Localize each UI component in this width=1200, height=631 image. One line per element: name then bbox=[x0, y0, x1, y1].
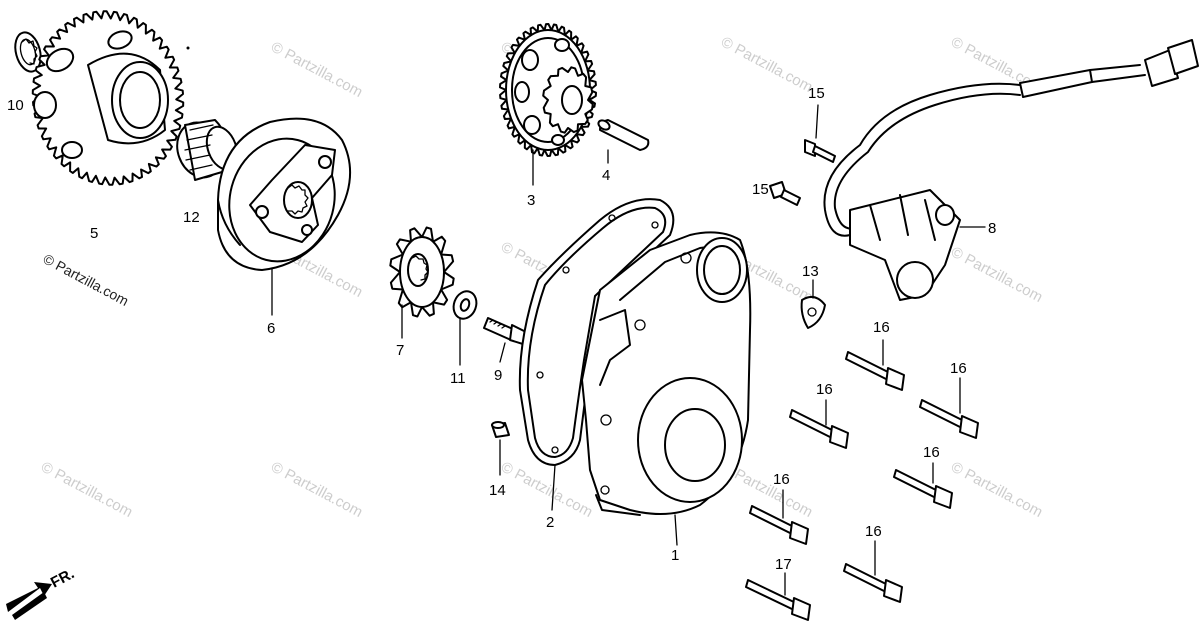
part-10-washer bbox=[14, 31, 42, 73]
part-7-drive-sprocket bbox=[389, 226, 455, 339]
callout-10: 10 bbox=[7, 97, 24, 114]
callout-16: 16 bbox=[873, 319, 890, 336]
callout-1: 1 bbox=[671, 547, 679, 564]
callout-16: 16 bbox=[923, 444, 940, 461]
part-15-bolt-lower bbox=[769, 181, 801, 206]
part-8-pulse-generator-wire bbox=[823, 39, 1199, 301]
watermark: © Partzilla.com bbox=[718, 34, 815, 96]
front-indicator-label: FR. bbox=[48, 565, 77, 591]
callout-15-upper: 15 bbox=[808, 85, 825, 102]
callout-13: 13 bbox=[802, 263, 819, 280]
part-4-shaft bbox=[597, 119, 650, 164]
part-1-left-crankcase-cover bbox=[581, 231, 752, 546]
callout-2: 2 bbox=[546, 514, 554, 531]
callout-labels: 10 5 12 6 3 4 7 11 9 14 2 1 15 15 8 13 1… bbox=[7, 85, 996, 573]
watermark: © Partzilla.com bbox=[948, 459, 1045, 521]
part-15-bolt-upper bbox=[804, 104, 836, 163]
part-16-bolt-d bbox=[893, 462, 953, 509]
callout-5: 5 bbox=[90, 225, 98, 242]
callout-17: 17 bbox=[775, 556, 792, 573]
callout-16: 16 bbox=[816, 381, 833, 398]
part-16-bolt-f bbox=[843, 540, 903, 603]
part-11-washer bbox=[452, 290, 478, 366]
callout-16: 16 bbox=[773, 471, 790, 488]
watermark: © Partzilla.com bbox=[268, 459, 365, 521]
part-14-dowel bbox=[491, 421, 510, 476]
callout-3: 3 bbox=[527, 192, 535, 209]
front-direction-arrow: FR. bbox=[6, 565, 77, 620]
callout-14: 14 bbox=[489, 482, 506, 499]
part-6-starter-clutch bbox=[217, 117, 351, 316]
part-16-bolt-e bbox=[749, 489, 809, 545]
callout-6: 6 bbox=[267, 320, 275, 337]
callout-15-lower: 15 bbox=[752, 181, 769, 198]
callout-7: 7 bbox=[396, 342, 404, 359]
part-5-starter-gear bbox=[31, 10, 190, 186]
watermark: © Partzilla.com bbox=[38, 459, 135, 521]
watermark: © Partzilla.com bbox=[498, 459, 595, 521]
callout-9: 9 bbox=[494, 367, 502, 384]
watermark-dark: © Partzilla.com bbox=[41, 251, 132, 309]
callout-12: 12 bbox=[183, 209, 200, 226]
callout-8: 8 bbox=[988, 220, 996, 237]
part-17-bolt bbox=[745, 572, 811, 621]
callout-16: 16 bbox=[865, 523, 882, 540]
watermark: © Partzilla.com bbox=[268, 39, 365, 101]
watermark: © Partzilla.com bbox=[948, 244, 1045, 306]
part-16-bolt-c bbox=[789, 399, 849, 449]
part-16-bolt-b bbox=[919, 377, 979, 439]
part-13-wire-clip bbox=[800, 279, 826, 329]
callout-4: 4 bbox=[602, 167, 610, 184]
part-16-bolt-a bbox=[845, 339, 905, 391]
callout-11: 11 bbox=[450, 370, 466, 387]
callout-16: 16 bbox=[950, 360, 967, 377]
part-3-reduction-gear bbox=[499, 23, 597, 186]
